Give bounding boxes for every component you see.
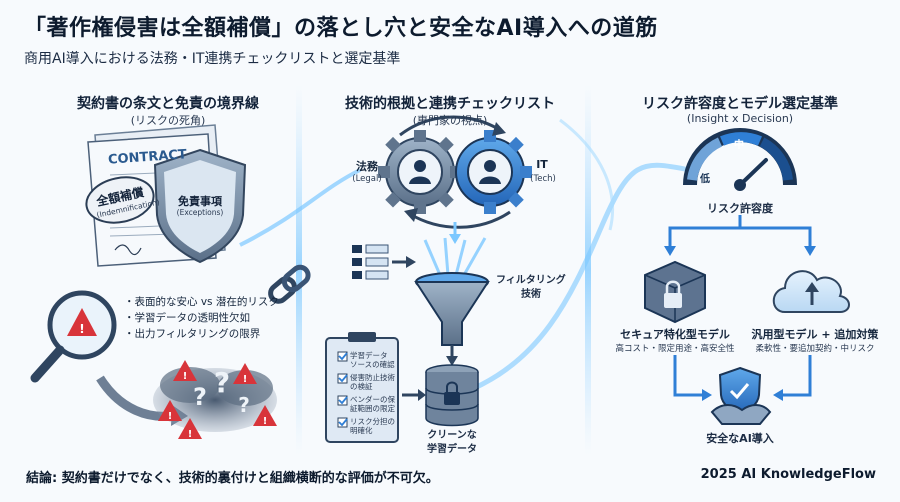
warning-icon: ! xyxy=(158,400,182,422)
warning-icon: ! xyxy=(253,405,277,427)
shield-sub-label: (Exceptions) xyxy=(176,208,224,217)
right-section-subtitle: (Insight x Decision) xyxy=(686,112,794,125)
sync-arrow xyxy=(399,115,501,137)
svg-text:?: ? xyxy=(193,383,207,411)
conclusion-text: 結論: 契約書だけでなく、技術的裏付けと組織横断的な評価が不可欠。 xyxy=(26,471,439,486)
svg-text:!: ! xyxy=(168,411,173,422)
checklist-item: リスク分担の xyxy=(350,417,395,426)
svg-text:!: ! xyxy=(79,322,84,336)
data-input-icon xyxy=(352,244,416,280)
glow-stream-upper xyxy=(239,168,361,247)
left-section-subtitle: (リスクの死角) xyxy=(130,114,206,127)
filter-funnel-icon xyxy=(414,272,490,346)
outcome-label: 安全なAI導入 xyxy=(706,432,774,445)
branch-arrow xyxy=(668,215,742,250)
divider-right xyxy=(585,85,591,455)
checklist-item: 明確化 xyxy=(350,426,373,435)
middle-section-title: 技術的根拠と連携チェックリスト xyxy=(345,96,555,112)
indemnification-stamp xyxy=(85,176,155,224)
converge-arrow xyxy=(673,355,705,397)
warning-icon: ! xyxy=(178,418,202,440)
svg-text:!: ! xyxy=(183,371,188,382)
gauge-label: リスク許容度 xyxy=(707,202,773,215)
middle-section-subtitle: (専門家の視点) xyxy=(412,114,488,127)
filter-label: フィルタリング xyxy=(496,275,566,286)
shield-main-label: 免責事項 xyxy=(178,195,222,208)
risk-gauge-icon xyxy=(683,128,797,191)
divider-left xyxy=(296,85,302,455)
cloud-model-icon xyxy=(772,270,850,313)
page-subtitle: 商用AI導入における法務・IT連携チェックリストと選定基準 xyxy=(24,51,401,67)
svg-text:!: ! xyxy=(263,416,268,427)
warning-icon: ! xyxy=(173,360,197,382)
secure-model-icon xyxy=(644,260,706,324)
glow-stream-lower xyxy=(469,162,691,393)
handshake-shield-icon xyxy=(710,366,772,425)
it-gear-icon xyxy=(455,130,532,214)
model-a-title: セキュア特化型モデル xyxy=(620,328,730,341)
credit-text: 2025 AI KnowledgeFlow xyxy=(700,467,876,482)
left-section-title: 契約書の条文と免責の境界線 xyxy=(77,96,259,112)
clean-data-label: クリーンな xyxy=(427,430,477,441)
it-label: IT xyxy=(536,158,548,171)
warning-icon: ! xyxy=(233,363,257,385)
svg-text:?: ? xyxy=(214,366,230,399)
model-a-desc: 高コスト・限定用途・高安全性 xyxy=(615,344,735,354)
checklist-item: ソースの確認 xyxy=(350,360,395,369)
left-bullet: ・学習データの透明性欠如 xyxy=(124,312,250,324)
model-b-desc: 柔軟性・要追加契約・中リスク xyxy=(755,344,875,354)
filter-label-2: 技術 xyxy=(521,289,541,300)
model-b-title: 汎用型モデル + 追加対策 xyxy=(751,328,879,341)
legal-sub-label: (Legal) xyxy=(352,174,382,184)
sync-arrow xyxy=(409,210,511,229)
checklist-item: の検証 xyxy=(350,382,373,391)
left-bullet: ・出力フィルタリングの限界 xyxy=(124,328,261,340)
legal-label: 法務 xyxy=(356,160,378,173)
magnifier-icon: ! xyxy=(30,290,117,383)
checklist-item: ベンダーの保 xyxy=(350,395,395,404)
clean-database-icon xyxy=(425,364,479,427)
left-bullet: ・表面的な安心 vs 潜在的リスク xyxy=(124,296,279,308)
checklist-item: 証範囲の限定 xyxy=(350,404,395,413)
chain-link-icon xyxy=(268,264,311,304)
page-title: 「著作権侵害は全額補償」の落とし穴と安全なAI導入への道筋 xyxy=(24,16,658,41)
glow-stream-top xyxy=(559,118,615,231)
it-sub-label: (Tech) xyxy=(530,174,556,184)
svg-text:!: ! xyxy=(188,429,193,440)
right-section-title: リスク許容度とモデル選定基準 xyxy=(642,96,838,112)
gauge-low-label: 低 xyxy=(700,174,710,185)
gauge-mid-label: 中 xyxy=(734,140,744,151)
svg-text:?: ? xyxy=(238,393,250,417)
svg-text:!: ! xyxy=(243,374,248,385)
checklist-item: 学習データ xyxy=(350,351,388,360)
checklist-clipboard-icon xyxy=(325,332,399,443)
clean-data-label-2: 学習データ xyxy=(427,444,477,455)
checklist-item: 侵害防止技術 xyxy=(350,373,395,382)
legal-gear-icon xyxy=(378,130,462,214)
